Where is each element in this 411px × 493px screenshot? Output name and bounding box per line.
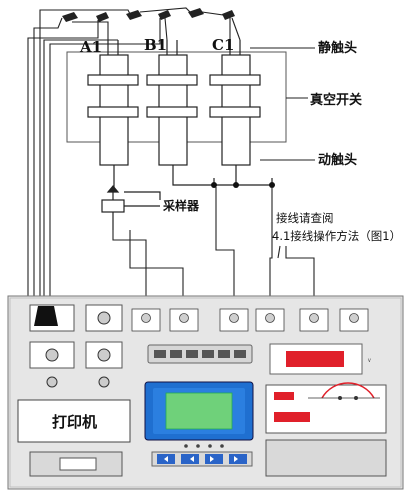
label-b1: B1 (144, 36, 167, 54)
indicator-leds (184, 444, 224, 448)
paper-slot (29, 451, 123, 477)
clip-b (126, 10, 171, 20)
callout-lines (250, 47, 315, 161)
pole-a (87, 40, 139, 178)
sampler (101, 185, 161, 230)
bottom-right-plate (265, 439, 387, 477)
nav-keys (151, 451, 253, 467)
lcd-module (144, 381, 254, 441)
red-display: V (269, 343, 371, 375)
vacuum-switch-label: 真空开关 (310, 92, 362, 108)
button-strip (147, 344, 253, 364)
sampler-label: 采样器 (162, 198, 200, 213)
clip-a (62, 12, 109, 22)
clip-c (188, 8, 235, 20)
note-line-2: 4.1接线操作方法（图1） (272, 229, 401, 243)
label-a1: A1 (79, 38, 102, 56)
connector-block (29, 304, 123, 388)
pole-b (146, 40, 198, 178)
top-wires (27, 7, 241, 300)
printer-label: 打印机 (52, 413, 97, 431)
junction-dots (211, 182, 275, 188)
svg-text:V: V (368, 358, 371, 363)
moving-contact-label: 动触头 (318, 152, 357, 168)
note-line-1: 接线请查阅 (276, 211, 334, 225)
pole-c (209, 40, 261, 178)
terminal-row (131, 308, 369, 332)
instrument-wires (27, 187, 315, 310)
label-c1: C1 (212, 36, 234, 54)
bottom-bus (113, 178, 273, 190)
printer (17, 399, 131, 443)
right-control-panel (265, 382, 387, 434)
static-contact-label: 静触头 (318, 40, 357, 56)
